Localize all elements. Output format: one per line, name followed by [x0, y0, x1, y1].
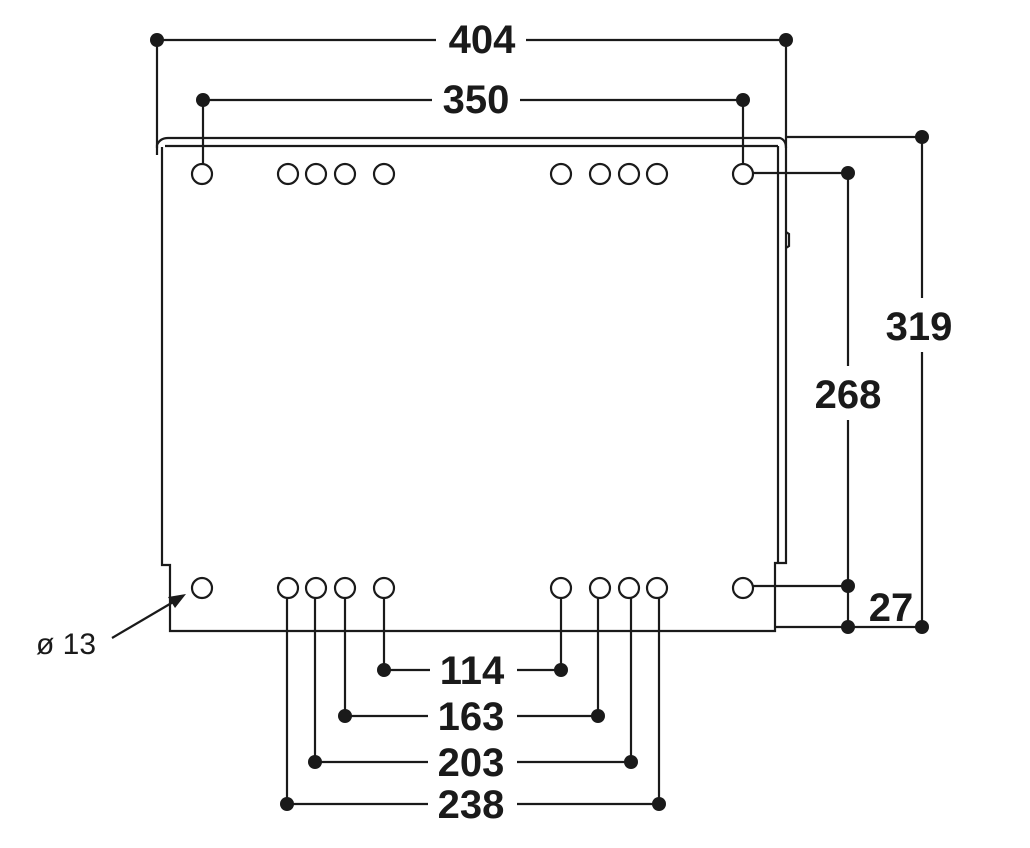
hole	[588, 576, 612, 600]
hole	[372, 576, 396, 600]
dimension-dot	[554, 663, 568, 677]
hole	[617, 162, 641, 186]
hole	[304, 576, 328, 600]
dimension-dot	[915, 620, 929, 634]
dimension-dot	[308, 755, 322, 769]
hole	[304, 162, 328, 186]
hole-diameter-callout: ø 13	[36, 594, 186, 661]
hole	[372, 162, 396, 186]
leader-line	[111, 597, 181, 639]
dimension-overall-width: 404	[150, 18, 793, 148]
hole	[645, 162, 669, 186]
dimension-spacing-163: 163	[338, 598, 605, 739]
hole	[549, 162, 573, 186]
dimension-dot	[377, 663, 391, 677]
dimension-label-319: 319	[886, 305, 953, 349]
dimension-label-268: 268	[815, 373, 882, 417]
hole	[333, 162, 357, 186]
dimension-dot	[196, 93, 210, 107]
hole	[588, 162, 612, 186]
dimension-label-238: 238	[438, 783, 505, 827]
hole	[190, 162, 214, 186]
dimension-dot	[338, 709, 352, 723]
hole	[333, 576, 357, 600]
dimension-dot	[915, 130, 929, 144]
dimension-label-404: 404	[449, 18, 516, 62]
dimension-label-163: 163	[438, 695, 505, 739]
dimension-label-203: 203	[438, 741, 505, 785]
dimension-dot	[150, 33, 164, 47]
dimension-outer-hole-spacing: 350	[196, 78, 750, 164]
hole	[276, 162, 300, 186]
dimension-hole-row-spacing: 268	[753, 166, 881, 634]
dimension-label-27: 27	[869, 586, 914, 630]
dimension-dot	[779, 33, 793, 47]
dimension-dot	[280, 797, 294, 811]
dimension-dot	[652, 797, 666, 811]
dimension-spacing-114: 114	[377, 598, 568, 693]
dimension-label-350: 350	[443, 78, 510, 122]
hole	[731, 576, 755, 600]
dimension-spacing-203: 203	[308, 598, 638, 785]
dimension-label-114: 114	[440, 649, 505, 693]
leader-arrowhead	[168, 594, 186, 608]
plate-side-tab	[785, 231, 791, 249]
dimension-dot	[736, 93, 750, 107]
hole-diameter-note: ø 13	[36, 628, 96, 661]
hole	[549, 576, 573, 600]
hole	[276, 576, 300, 600]
dimension-dot	[624, 755, 638, 769]
hole	[645, 576, 669, 600]
hole	[731, 162, 755, 186]
dimension-dot	[841, 579, 855, 593]
plate-outline	[155, 136, 788, 633]
top-hole-row	[190, 162, 755, 186]
dimension-dot	[591, 709, 605, 723]
dimension-dot	[841, 166, 855, 180]
dimension-dot	[841, 620, 855, 634]
hole	[617, 576, 641, 600]
dimension-overall-height: 319	[775, 130, 952, 634]
dimension-spacing-238: 238	[280, 598, 666, 827]
hole	[190, 576, 214, 600]
